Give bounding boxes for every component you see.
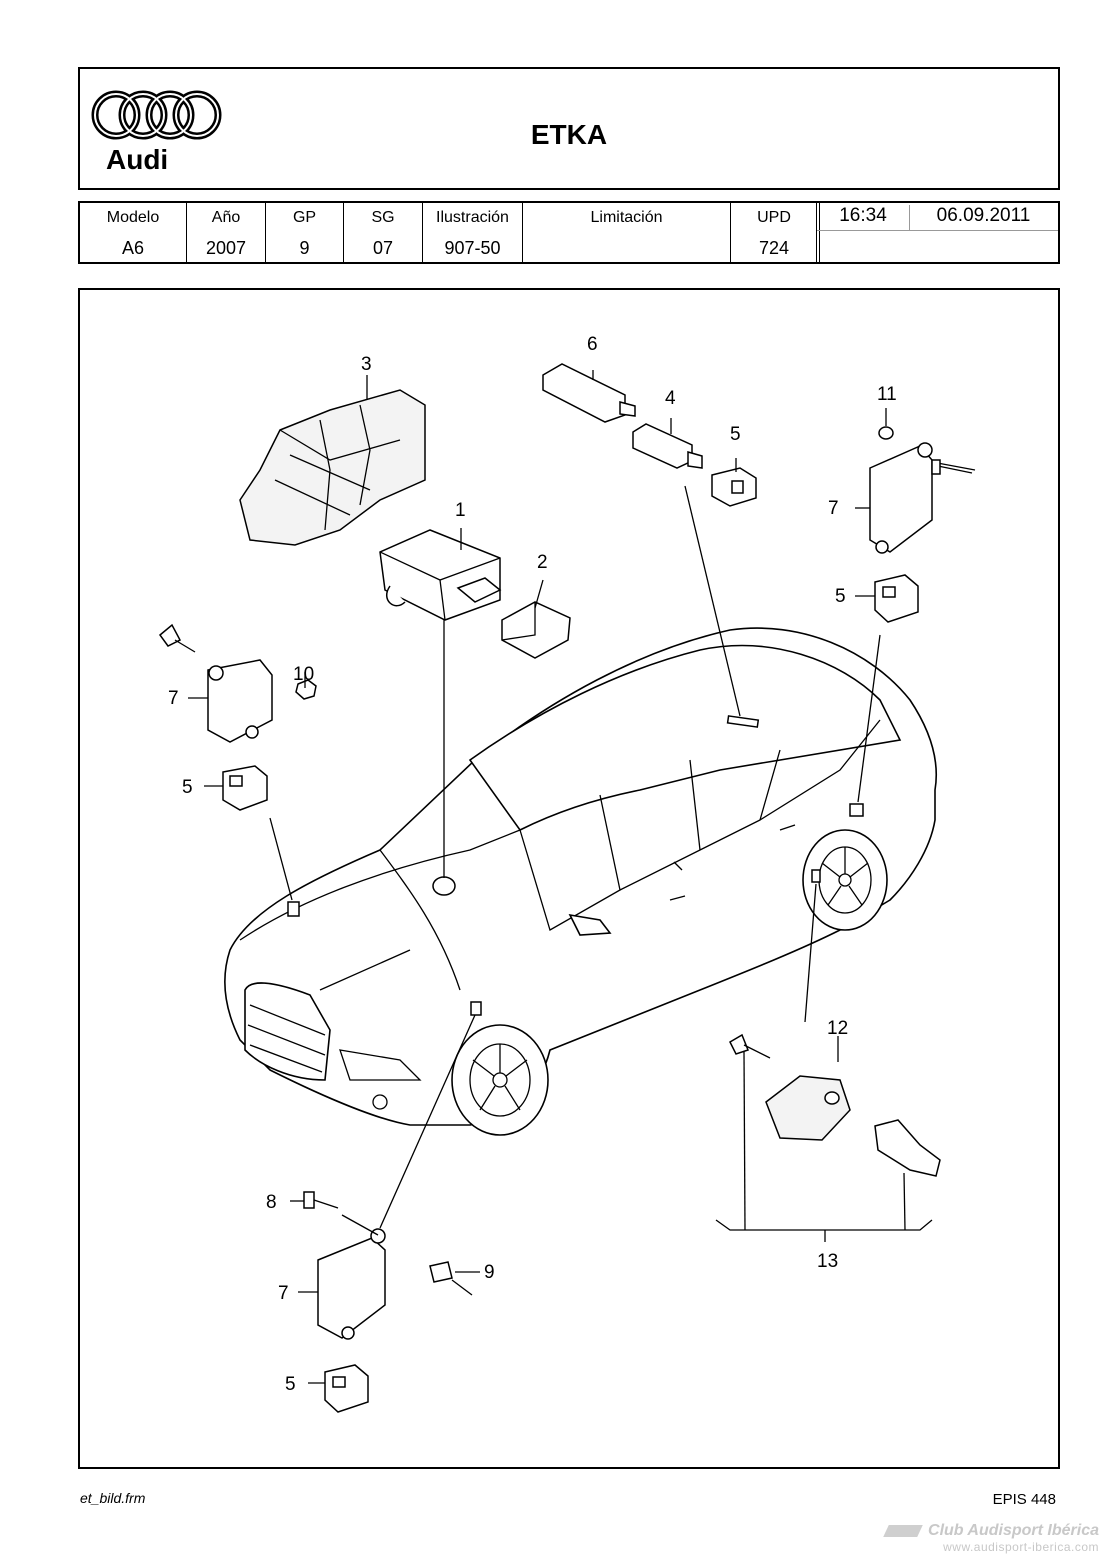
value-gp: 9 (299, 238, 310, 258)
part-4-module (632, 423, 703, 469)
label-gp: GP (292, 209, 317, 226)
callout-5-left: 5 (182, 777, 193, 798)
watermark-logo-icon (883, 1524, 923, 1537)
part-5-connector-top (711, 467, 757, 507)
value-modelo: A6 (121, 238, 145, 258)
callout-5-top: 5 (730, 424, 741, 445)
callout-9: 9 (484, 1262, 495, 1283)
callout-12: 12 (827, 1018, 848, 1039)
part-7-bracket-right (869, 442, 976, 554)
value-ilustracion: 907-50 (444, 238, 501, 258)
callout-7-bottom: 7 (278, 1283, 289, 1304)
part-9-clip (429, 1261, 473, 1296)
value-ano: 2007 (205, 238, 247, 258)
watermark-club-name: Club Audisport Ibérica (928, 1522, 1099, 1539)
cell-upd: UPD 724 (731, 203, 817, 262)
callout-13: 13 (817, 1251, 838, 1272)
date-value: 06.09.2011 (936, 205, 1031, 226)
callout-7-right: 7 (828, 498, 839, 519)
part-7-bracket-left (207, 659, 273, 743)
part-1-control-module (379, 529, 502, 621)
timestamp-row: 16:34 06.09.2011 (817, 203, 1058, 231)
part-5-connector-left (222, 765, 268, 811)
label-ano: Año (211, 209, 241, 226)
part-10-nut (295, 679, 317, 700)
parts-illustration: 3 1 2 6 4 5 11 7 5 10 7 5 8 9 7 5 12 13 (78, 288, 1060, 1469)
callout-3: 3 (361, 354, 372, 375)
value-upd: 724 (758, 238, 790, 258)
footer-page-code: EPIS 448 (992, 1491, 1056, 1508)
car-drawing (224, 627, 938, 1136)
callout-5-right: 5 (835, 586, 846, 607)
part-6-cover (542, 363, 636, 423)
time-value: 16:34 (817, 205, 910, 230)
part-2-bracket (501, 601, 571, 659)
part-12-tpms-sensor (729, 1033, 941, 1177)
cell-ano: Año 2007 (187, 203, 266, 262)
label-limitacion: Limitación (590, 209, 663, 226)
illustration-svg: 3 1 2 6 4 5 11 7 5 10 7 5 8 9 7 5 12 13 (158, 334, 976, 1413)
double-divider (816, 203, 820, 262)
callout-7-left: 7 (168, 688, 179, 709)
watermark: Club Audisport Ibérica www.audisport-ibe… (849, 1522, 1099, 1554)
callout-5-bottom: 5 (285, 1374, 296, 1395)
part-8-bolt (303, 1191, 379, 1236)
leader-lines (188, 370, 933, 1384)
part-11-washer (878, 426, 894, 440)
callout-1: 1 (455, 500, 466, 521)
audi-wordmark: Audi (106, 144, 168, 175)
cell-limitacion: Limitación (523, 203, 731, 262)
cell-modelo: Modelo A6 (80, 203, 187, 262)
cell-ilustracion: Ilustración 907-50 (423, 203, 523, 262)
callout-11: 11 (877, 384, 897, 405)
cell-sg: SG 07 (344, 203, 423, 262)
part-5-connector-right (874, 574, 919, 623)
callout-2: 2 (537, 552, 548, 573)
label-ilustracion: Ilustración (436, 209, 509, 226)
watermark-url: www.audisport-iberica.com (943, 1540, 1099, 1554)
label-modelo: Modelo (106, 209, 160, 226)
callout-4: 4 (665, 388, 676, 409)
part-3-bracket (239, 389, 426, 546)
part-7-bracket-bottom (317, 1228, 386, 1340)
part-5-connector-bottom (324, 1364, 369, 1413)
watermark-line1: Club Audisport Ibérica (849, 1522, 1099, 1540)
bolt-left (158, 623, 196, 653)
info-table: Modelo A6 Año 2007 GP 9 SG 07 Ilustració… (78, 201, 1060, 264)
callout-8: 8 (266, 1192, 277, 1213)
timestamp-area: 16:34 06.09.2011 (817, 203, 1058, 262)
cell-gp: GP 9 (266, 203, 344, 262)
value-sg: 07 (372, 238, 394, 258)
footer-filename: et_bild.frm (80, 1490, 146, 1506)
bolt-right (931, 459, 973, 475)
document-title: ETKA (530, 119, 608, 150)
header-box: Audi ETKA (78, 67, 1060, 190)
label-sg: SG (371, 209, 395, 226)
label-upd: UPD (757, 209, 791, 226)
audi-logo: Audi (88, 87, 228, 177)
callout-10: 10 (293, 664, 314, 685)
callout-6: 6 (587, 334, 598, 355)
